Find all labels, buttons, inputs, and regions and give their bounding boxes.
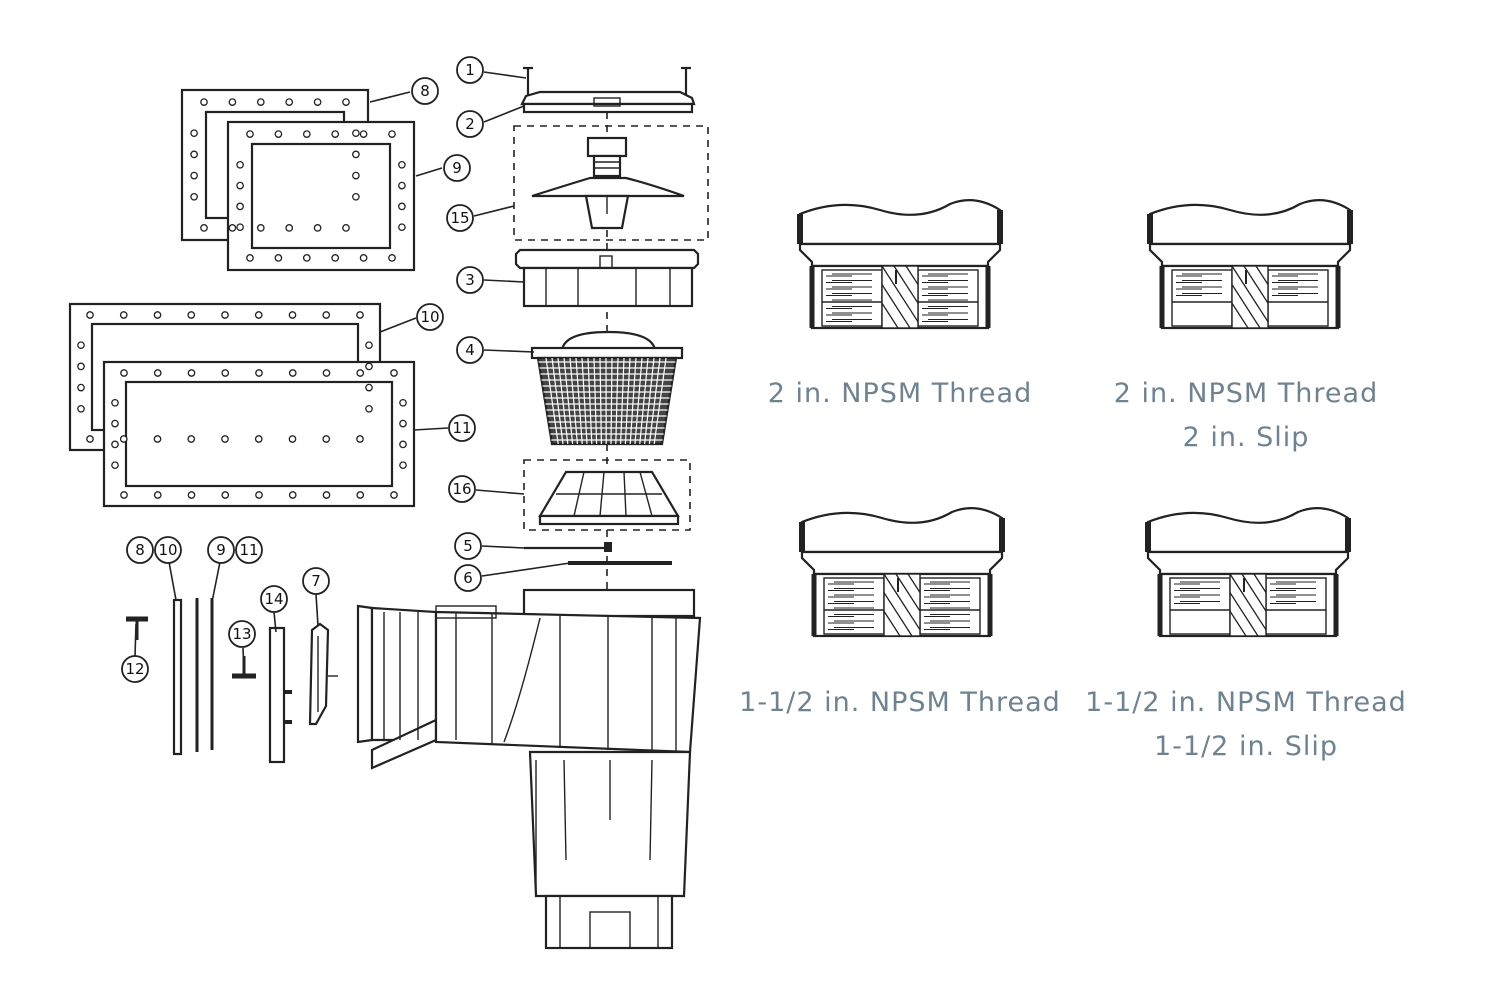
- float-weir-assembly: [513, 125, 709, 241]
- wide-gasket-11: [102, 360, 416, 508]
- callout-c11b: 11: [235, 536, 263, 564]
- fitting-caption-2: 2 in. NPSM Thread 2 in. Slip: [1066, 372, 1426, 460]
- fitting-caption-4-line1: 1-1/2 in. NPSM Thread: [1085, 687, 1407, 718]
- callout-c7: 7: [302, 567, 330, 595]
- lid-screws: [523, 66, 691, 96]
- fitting-caption-3: 1-1/2 in. NPSM Thread: [720, 681, 1080, 725]
- callout-c10b: 10: [154, 536, 182, 564]
- callout-label: 8: [420, 82, 430, 100]
- skimmer-body: [356, 588, 702, 950]
- callout-c12: 12: [121, 655, 149, 683]
- callout-label: 3: [465, 271, 475, 289]
- callout-label: 11: [239, 541, 258, 559]
- fitting-drawing-1: [797, 199, 1003, 330]
- callout-c6: 6: [454, 564, 482, 592]
- callout-label: 2: [465, 115, 475, 133]
- skimmer-lid: [520, 90, 696, 114]
- fitting-caption-3-line1: 1-1/2 in. NPSM Thread: [739, 687, 1061, 718]
- callout-label: 10: [420, 308, 439, 326]
- callout-label: 7: [311, 572, 321, 590]
- callout-label: 6: [463, 569, 473, 587]
- callout-label: 16: [452, 480, 471, 498]
- skimmer-diffuser: [523, 459, 691, 531]
- small-parts: [126, 598, 338, 764]
- callout-c3: 3: [456, 266, 484, 294]
- callout-c1: 1: [456, 56, 484, 84]
- part-5-pin: [524, 542, 612, 552]
- fitting-drawing-4: [1145, 507, 1351, 638]
- callout-c5: 5: [454, 532, 482, 560]
- callout-label: 11: [452, 419, 471, 437]
- callout-label: 1: [465, 61, 475, 79]
- callout-c16: 16: [448, 475, 476, 503]
- callout-label: 12: [125, 660, 144, 678]
- fitting-caption-1-line1: 2 in. NPSM Thread: [767, 378, 1033, 409]
- callout-c9: 9: [443, 154, 471, 182]
- gasket-screw-holes: [77, 98, 407, 499]
- fitting-drawing-2: [1147, 199, 1353, 330]
- fitting-drawings: [797, 199, 1353, 638]
- callout-label: 13: [232, 625, 251, 643]
- callout-label: 14: [264, 590, 283, 608]
- callout-c14: 14: [260, 585, 288, 613]
- fitting-caption-2-line2: 2 in. Slip: [1182, 422, 1310, 453]
- callout-label: 9: [216, 541, 226, 559]
- square-gasket-9: [226, 120, 416, 272]
- callout-c10: 10: [416, 303, 444, 331]
- skimmer-basket: [530, 330, 684, 446]
- callout-label: 5: [463, 537, 473, 555]
- callout-c9b: 9: [207, 536, 235, 564]
- leader-lines: [134, 71, 571, 673]
- callout-c4: 4: [456, 336, 484, 364]
- callout-label: 15: [450, 209, 469, 227]
- skimmer-collar: [514, 248, 700, 308]
- callout-label: 8: [135, 541, 145, 559]
- callout-c8: 8: [411, 77, 439, 105]
- callout-c2: 2: [456, 110, 484, 138]
- fitting-caption-1: 2 in. NPSM Thread: [720, 372, 1080, 416]
- callout-c13: 13: [228, 620, 256, 648]
- fitting-caption-4: 1-1/2 in. NPSM Thread 1-1/2 in. Slip: [1066, 681, 1426, 769]
- callout-c11: 11: [448, 414, 476, 442]
- callout-c15: 15: [446, 204, 474, 232]
- fitting-caption-4-line2: 1-1/2 in. Slip: [1153, 731, 1338, 762]
- fitting-caption-2-line1: 2 in. NPSM Thread: [1113, 378, 1379, 409]
- fitting-drawing-3: [799, 507, 1005, 638]
- callout-label: 10: [158, 541, 177, 559]
- callout-c8b: 8: [126, 536, 154, 564]
- callout-label: 4: [465, 341, 475, 359]
- callout-label: 9: [452, 159, 462, 177]
